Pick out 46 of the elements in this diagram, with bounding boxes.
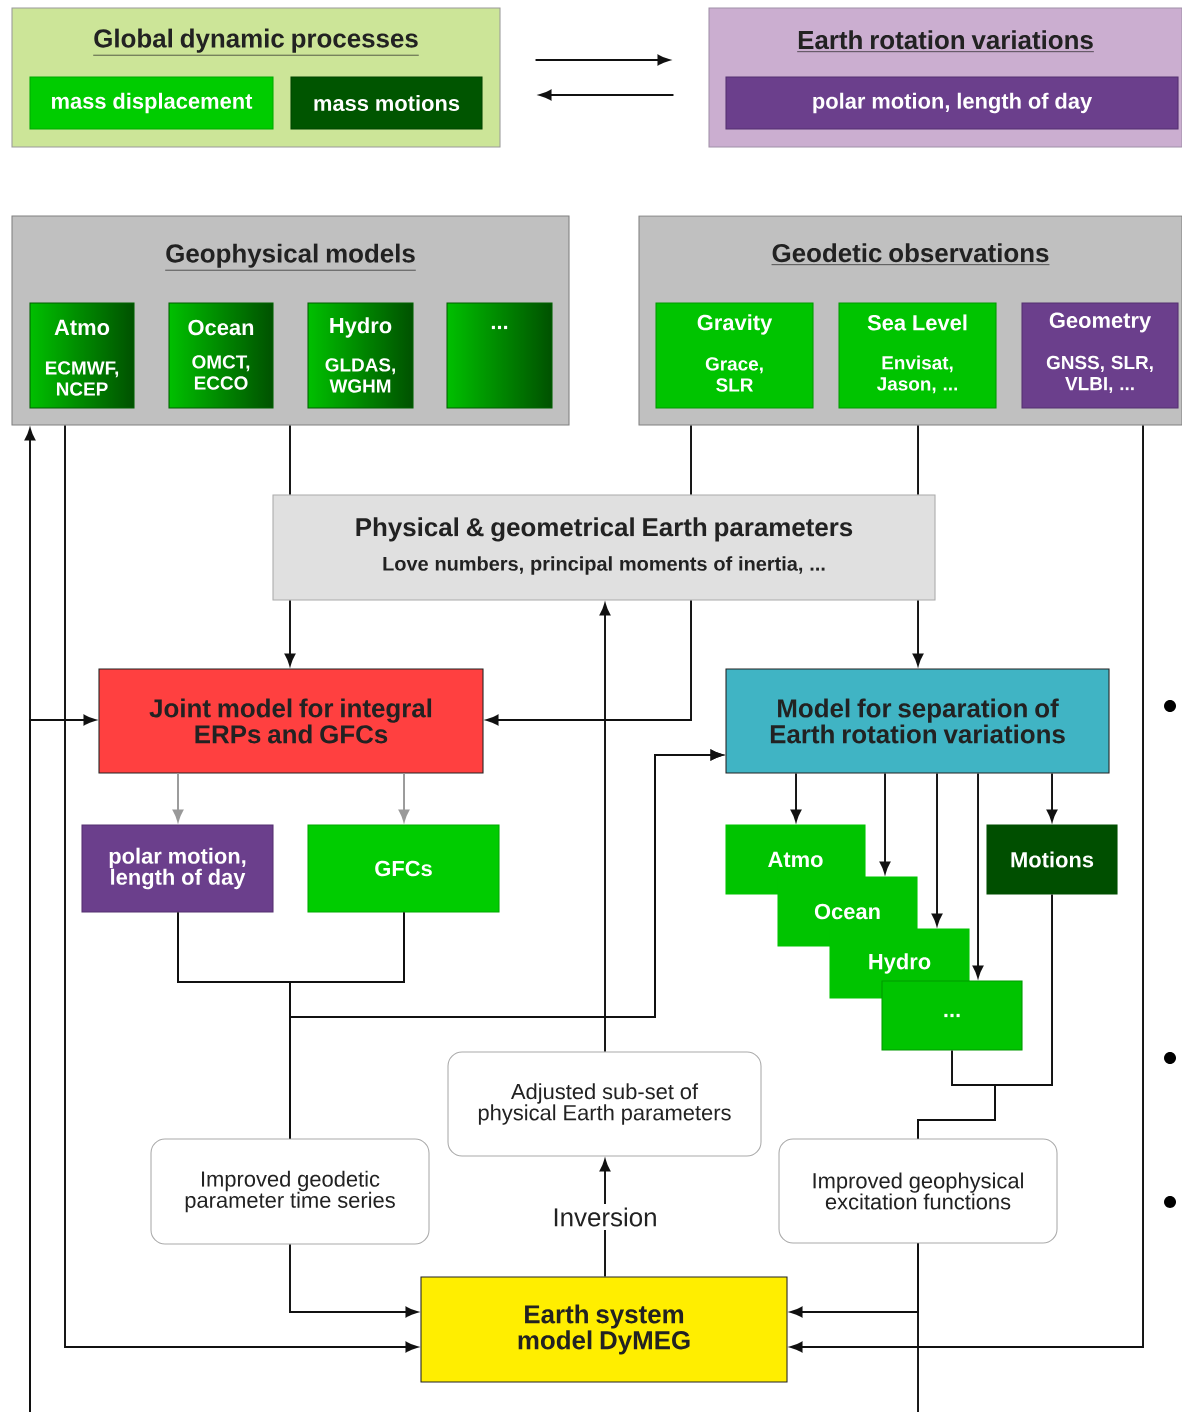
arrow xyxy=(284,599,296,666)
arrow xyxy=(289,1243,418,1318)
edge-label: Inversion xyxy=(548,1203,662,1230)
model-box: Hydro GLDAS, WGHM xyxy=(307,302,414,409)
note-box: Improved geodetic parameter time series xyxy=(150,1138,430,1245)
arrow xyxy=(534,54,670,66)
observation-box: Geometry GNSS, SLR, VLBI, ... xyxy=(1021,302,1179,409)
model-box: Ocean OMCT, ECCO xyxy=(168,302,274,409)
arrow xyxy=(289,749,723,1018)
note-box: Improved geophysical excitation functions xyxy=(778,1138,1058,1244)
model-box: Model for separation of Earth rotation variations xyxy=(725,668,1110,774)
arrow xyxy=(931,772,943,926)
component-box: ... xyxy=(881,980,1023,1051)
arrow xyxy=(539,89,675,101)
arrow xyxy=(64,424,418,1353)
arrow xyxy=(29,714,96,1412)
arrow xyxy=(1046,772,1058,822)
connector-line xyxy=(690,424,692,496)
result-box: GFCs xyxy=(307,824,500,913)
result-box: polar motion, length of day xyxy=(81,824,274,913)
parameter-box: Physical & geometrical Earth parameters Love numbers, principal moments of inertia, ... xyxy=(272,494,936,601)
model-box: Earth system model DyMEG xyxy=(420,1276,788,1383)
arrow xyxy=(486,599,692,726)
category-box: mass displacement xyxy=(29,76,274,130)
arrow xyxy=(790,424,1144,1353)
component-box: Motions xyxy=(986,824,1118,895)
connector-line xyxy=(917,424,919,496)
arrow xyxy=(599,603,611,1053)
observation-box: Gravity Grace, SLR xyxy=(655,302,814,409)
observation-box: Sea Level Envisat, Jason, ... xyxy=(838,302,997,409)
model-box: Joint model for integral ERPs and GFCs xyxy=(98,668,484,774)
model-box: ... xyxy=(446,302,553,409)
arrow xyxy=(972,772,984,978)
arrow xyxy=(599,1159,611,1278)
arrow xyxy=(398,772,410,822)
category-box: polar motion, length of day xyxy=(725,76,1179,130)
category-box: mass motions xyxy=(290,76,483,130)
connector-line xyxy=(917,893,1053,1140)
model-box: Atmo ECMWF, NCEP xyxy=(29,302,135,409)
arrow xyxy=(172,772,184,822)
connector-line xyxy=(289,424,291,496)
note-box: Adjusted sub-set of physical Earth parameters xyxy=(447,1051,762,1157)
arrow xyxy=(912,599,924,666)
connector-line xyxy=(917,1242,919,1412)
arrow xyxy=(879,772,891,874)
arrow xyxy=(790,772,802,822)
